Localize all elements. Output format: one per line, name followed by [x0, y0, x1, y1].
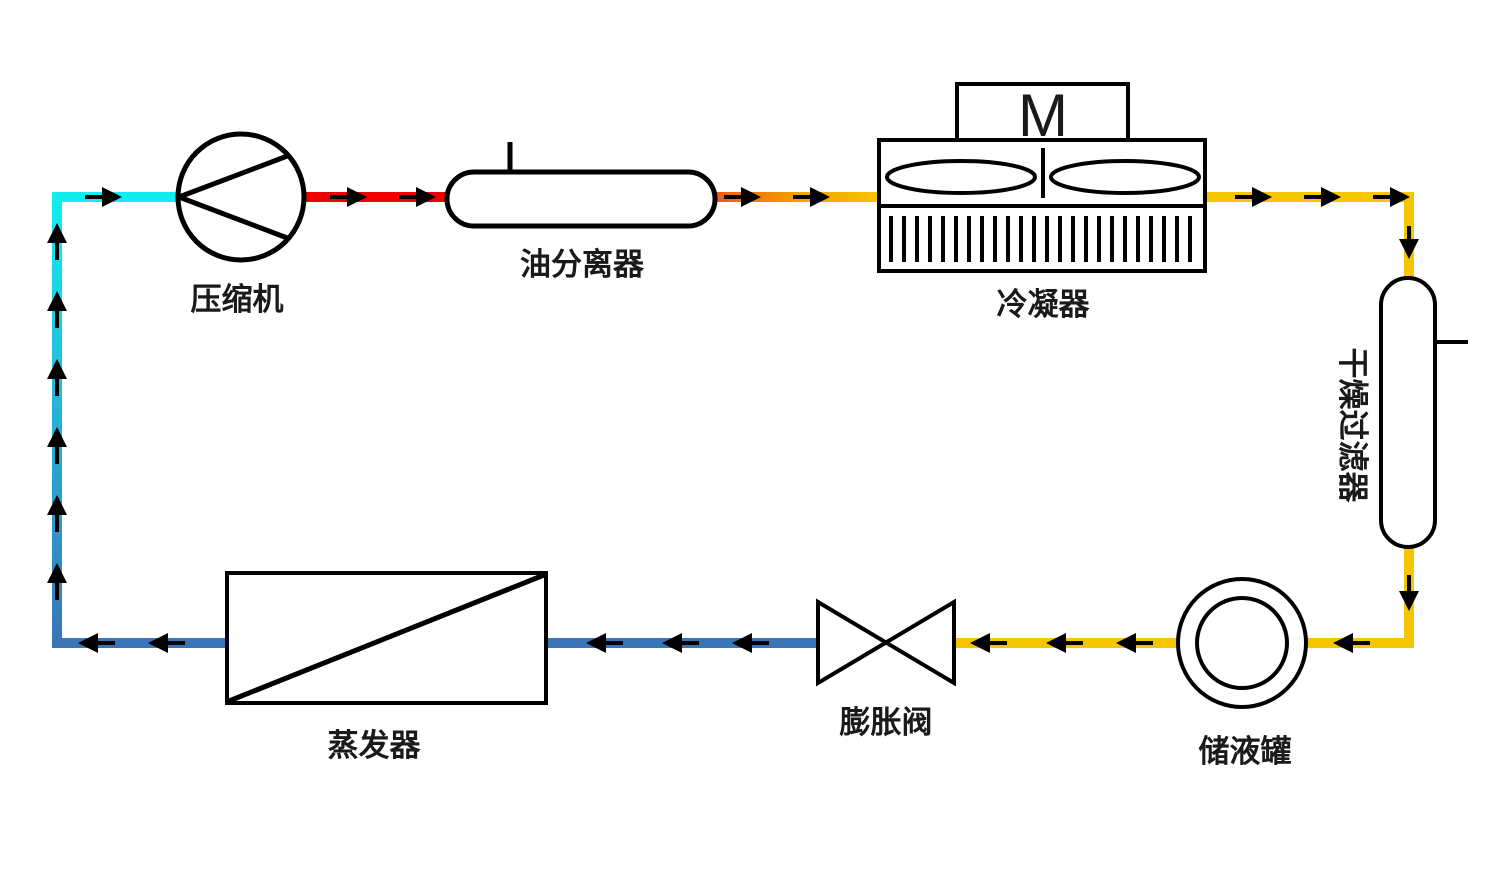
filter-drier[interactable] [1379, 276, 1468, 549]
compressor[interactable] [175, 131, 307, 263]
receiver-label: 储液罐 [1199, 734, 1292, 770]
compressor-icon [175, 131, 307, 263]
oil-separator-icon [444, 169, 718, 229]
compressor-label: 压缩机 [191, 282, 284, 318]
evaporator[interactable] [225, 571, 548, 705]
fan-blade-icon [885, 159, 1037, 195]
liquid-pipe-to-receiver [1307, 546, 1414, 648]
expansion-valve[interactable] [816, 598, 956, 687]
condenser-label: 冷凝器 [997, 287, 1091, 323]
expansion-valve-label: 膨胀阀 [840, 705, 933, 741]
condenser[interactable]: M [877, 82, 1207, 273]
filter-drier-label: 干燥过滤器 [1334, 348, 1370, 504]
evaporator-label: 蒸发器 [328, 728, 422, 764]
oil-separator-label: 油分离器 [520, 247, 645, 283]
filter-drier-icon [1379, 276, 1437, 549]
flow-arrows [47, 187, 1419, 653]
expansion-valve-icon [816, 598, 956, 687]
receiver[interactable] [1176, 577, 1308, 709]
motor-label: M [1018, 82, 1068, 149]
condenser-fins [889, 216, 1192, 262]
liquid-pipe-to-drier [1205, 192, 1414, 280]
fan-blade-icon [1049, 159, 1201, 195]
oil-separator[interactable] [444, 142, 718, 229]
suction-pipe [52, 192, 228, 648]
